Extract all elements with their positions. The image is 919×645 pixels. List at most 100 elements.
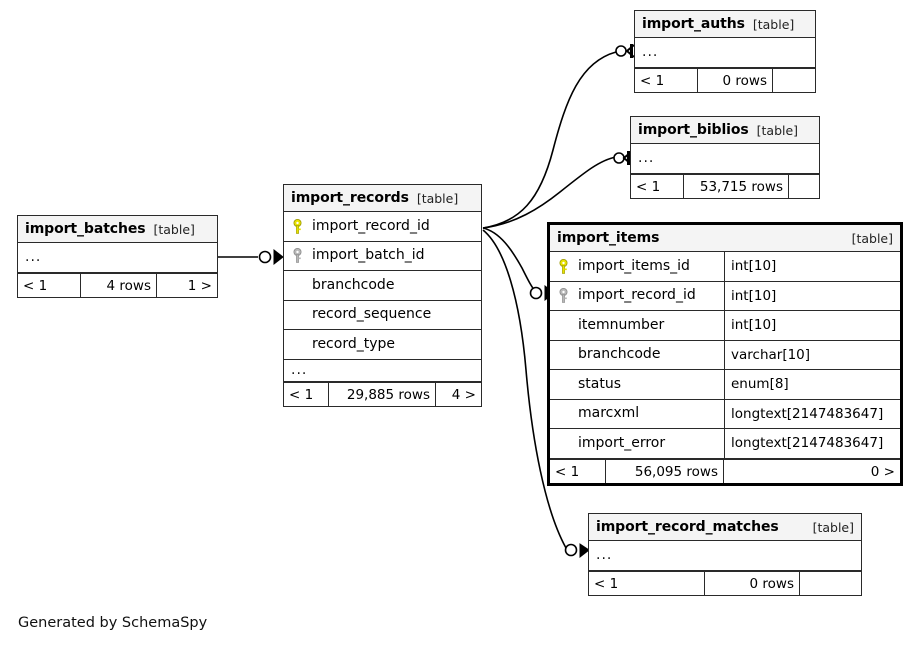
generator-credit: Generated by SchemaSpy	[18, 615, 208, 631]
row-count: 0 rows	[698, 68, 773, 92]
table-header-import-record-matches: import_record_matches [table]	[589, 514, 861, 541]
column-label: import_items_id	[578, 257, 690, 274]
row-count: 56,095 rows	[606, 459, 724, 483]
table-footer-import-biblios: < 1 53,715 rows	[631, 173, 819, 198]
column-type: enum[8]	[724, 370, 900, 399]
table-footer-import-auths: < 1 0 rows	[635, 67, 815, 92]
table-footer-import-batches: < 1 4 rows 1 >	[18, 272, 217, 297]
table-node-import-record-matches[interactable]: import_record_matches [table] ... < 1 0 …	[588, 513, 862, 596]
table-title: import_items	[557, 229, 660, 246]
table-header-import-auths: import_auths [table]	[635, 11, 815, 38]
parent-count: < 1	[18, 273, 81, 297]
table-title: import_records	[291, 189, 409, 206]
column-row[interactable]: import_record_id	[284, 212, 481, 242]
column-label: status	[578, 375, 622, 392]
table-title: import_record_matches	[596, 518, 779, 535]
column-row[interactable]: marcxml longtext[2147483647]	[550, 399, 900, 429]
primary-key-icon	[559, 258, 568, 274]
collapsed-columns-indicator: ...	[18, 243, 217, 273]
column-row[interactable]: import_items_id int[10]	[550, 252, 900, 282]
column-name-cell: marcxml	[550, 399, 724, 429]
table-title: import_biblios	[638, 121, 749, 138]
table-header-import-records: import_records [table]	[284, 185, 481, 212]
edge-records-biblios	[482, 156, 617, 229]
child-count	[773, 69, 815, 92]
column-name-cell: import_record_id	[284, 212, 430, 242]
row-count: 4 rows	[81, 273, 157, 297]
row-count: 0 rows	[705, 571, 800, 595]
row-count: 53,715 rows	[684, 174, 789, 198]
foreign-key-icon	[559, 288, 568, 304]
parent-count: < 1	[635, 68, 698, 92]
column-name-cell: record_sequence	[284, 300, 431, 330]
column-label: import_record_id	[578, 287, 696, 303]
row-count: 29,885 rows	[329, 382, 436, 406]
column-row[interactable]: import_batch_id	[284, 241, 481, 271]
column-name-cell: status	[550, 370, 724, 400]
column-name-cell: itemnumber	[550, 311, 724, 341]
table-title: import_batches	[25, 220, 146, 237]
child-count	[800, 572, 861, 595]
column-name-cell: import_error	[550, 429, 724, 459]
table-type-label: [table]	[851, 230, 893, 246]
parent-count: < 1	[284, 382, 329, 406]
child-count: 0 >	[870, 463, 895, 480]
column-row[interactable]: import_error longtext[2147483647]	[550, 429, 900, 459]
table-header-import-batches: import_batches [table]	[18, 216, 217, 243]
column-row[interactable]: status enum[8]	[550, 370, 900, 400]
column-type: varchar[10]	[724, 340, 900, 369]
table-type-label: [table]	[153, 221, 195, 237]
column-label: import_error	[578, 434, 666, 451]
column-name-cell: branchcode	[284, 271, 394, 301]
table-type-label: [table]	[752, 16, 795, 32]
child-count: 4 >	[451, 386, 476, 403]
column-label: record_sequence	[312, 306, 432, 322]
column-type: longtext[2147483647]	[724, 399, 900, 428]
column-type: longtext[2147483647]	[724, 429, 900, 458]
table-title: import_auths	[642, 15, 745, 32]
table-node-import-batches[interactable]: import_batches [table] ... < 1 4 rows 1 …	[17, 215, 218, 298]
column-label: import_record_id	[312, 217, 430, 234]
child-count: 1 >	[187, 277, 212, 294]
table-footer-import-records: < 1 29,885 rows 4 >	[284, 381, 481, 406]
column-name-cell: import_record_id	[550, 281, 724, 311]
column-row[interactable]: record_type	[284, 330, 481, 360]
column-row[interactable]: import_record_id int[10]	[550, 281, 900, 311]
column-row[interactable]: branchcode varchar[10]	[550, 340, 900, 370]
column-name-cell: import_batch_id	[284, 241, 425, 271]
column-label: branchcode	[312, 276, 395, 293]
column-type: int[10]	[724, 311, 900, 340]
column-type: int[10]	[724, 281, 900, 310]
table-node-import-records[interactable]: import_records [table] import_record_id	[283, 184, 482, 407]
column-name-cell: branchcode	[550, 340, 724, 370]
edge-records-items	[482, 227, 537, 293]
column-row[interactable]: record_sequence	[284, 300, 481, 330]
parent-count: < 1	[589, 571, 705, 595]
collapsed-columns-indicator: ...	[284, 360, 481, 382]
child-count	[789, 175, 819, 198]
column-row[interactable]: branchcode	[284, 271, 481, 301]
parent-count: < 1	[631, 174, 684, 198]
table-header-import-items: import_items [table]	[550, 225, 900, 252]
column-label: branchcode	[578, 346, 661, 362]
foreign-key-icon	[293, 248, 302, 264]
table-type-label: [table]	[756, 122, 799, 138]
collapsed-columns-indicator: ...	[631, 144, 819, 174]
column-label: marcxml	[578, 405, 640, 421]
edge-records-auths	[482, 51, 617, 229]
table-node-import-biblios[interactable]: import_biblios [table] ... < 1 53,715 ro…	[630, 116, 820, 199]
table-type-label: [table]	[416, 190, 459, 206]
table-node-import-items[interactable]: import_items [table] import_items_id int…	[547, 222, 903, 486]
column-label: import_batch_id	[312, 247, 425, 263]
collapsed-columns-indicator: ...	[589, 541, 861, 571]
column-row[interactable]: itemnumber int[10]	[550, 311, 900, 341]
column-type: int[10]	[724, 252, 900, 281]
primary-key-icon	[293, 218, 302, 234]
table-node-import-auths[interactable]: import_auths [table] ... < 1 0 rows	[634, 10, 816, 93]
table-footer-import-items: < 1 56,095 rows 0 >	[550, 458, 900, 483]
parent-count: < 1	[550, 459, 606, 483]
table-type-label: [table]	[812, 519, 854, 535]
column-label: itemnumber	[578, 316, 665, 333]
column-label: record_type	[312, 335, 395, 352]
